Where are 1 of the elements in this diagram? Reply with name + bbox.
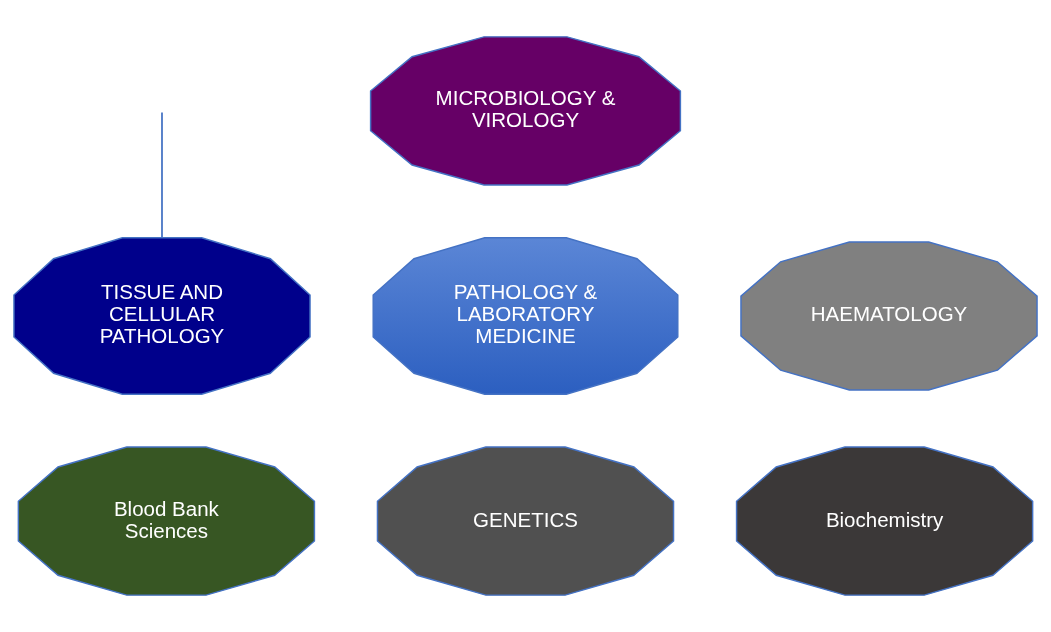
connector bbox=[161, 111, 163, 239]
